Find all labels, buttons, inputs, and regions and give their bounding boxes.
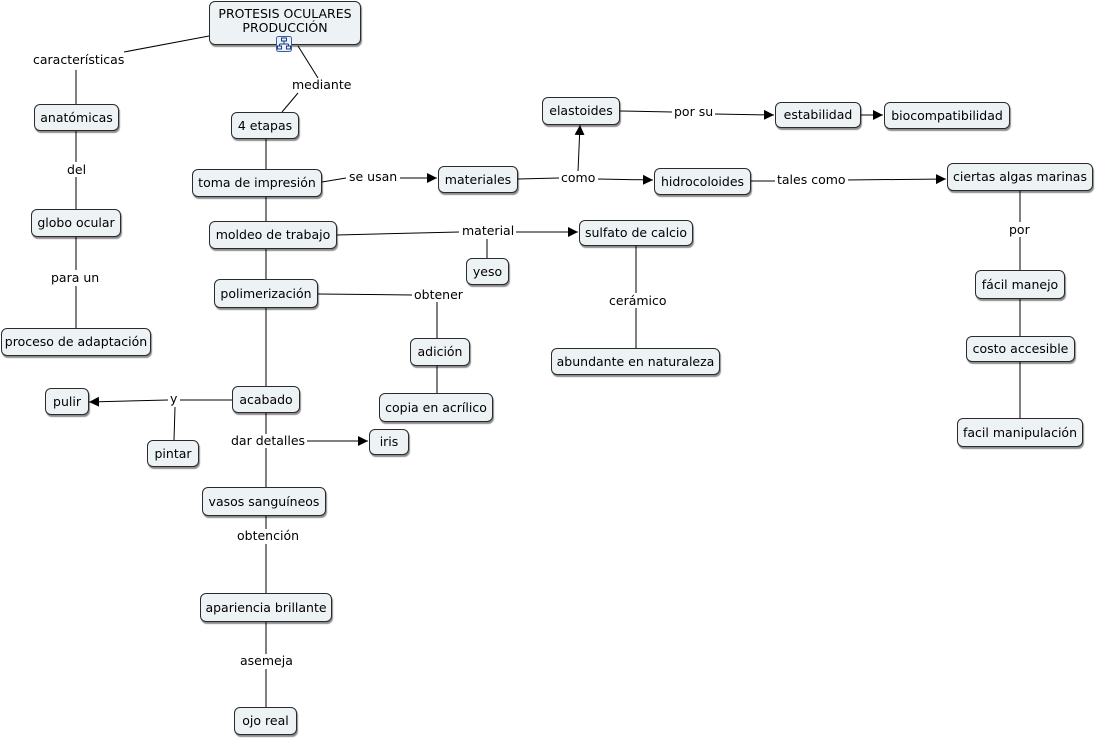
label-obtener: obtener bbox=[412, 287, 465, 302]
line-title-mediante bbox=[297, 45, 319, 79]
arrow-y-pulir bbox=[88, 396, 169, 407]
node-copia-acrilico[interactable]: copia en acrílico bbox=[379, 393, 493, 422]
node-sulfato-calcio[interactable]: sulfato de calcio bbox=[579, 220, 693, 246]
line-polimerizacion-obtener bbox=[317, 293, 413, 296]
label-por-su: por su bbox=[672, 104, 716, 119]
node-ojo-real[interactable]: ojo real bbox=[234, 707, 297, 735]
node-apariencia[interactable]: apariencia brillante bbox=[200, 593, 332, 622]
arrow-porsu-estabilidad bbox=[713, 109, 775, 120]
node-facil-manejo[interactable]: fácil manejo bbox=[975, 270, 1065, 299]
node-globo-ocular[interactable]: globo ocular bbox=[31, 209, 121, 237]
label-se-usan: se usan bbox=[347, 169, 400, 184]
node-pulir[interactable]: pulir bbox=[45, 388, 89, 415]
node-algas[interactable]: ciertas algas marinas bbox=[947, 163, 1093, 191]
arrow-como-hidrocoloides bbox=[597, 174, 654, 185]
label-por: por bbox=[1007, 222, 1032, 237]
line-y-pintar bbox=[173, 406, 176, 441]
node-vasos[interactable]: vasos sanguíneos bbox=[202, 487, 326, 516]
line-elastoides-porsu bbox=[619, 110, 673, 113]
label-como: como bbox=[559, 170, 598, 185]
arrow-como-elastoides bbox=[574, 124, 585, 173]
node-toma-impresion[interactable]: toma de impresión bbox=[192, 169, 322, 197]
label-caracteristicas: características bbox=[31, 52, 127, 67]
label-material: material bbox=[460, 223, 517, 238]
node-biocompatibilidad[interactable]: biocompatibilidad bbox=[884, 102, 1010, 129]
node-polimerizacion[interactable]: polimerización bbox=[214, 279, 318, 308]
label-del: del bbox=[65, 162, 89, 177]
label-obtencion: obtención bbox=[235, 528, 302, 543]
label-tales-como: tales como bbox=[775, 172, 848, 187]
node-costo-accesible[interactable]: costo accesible bbox=[966, 336, 1075, 362]
node-anatomicas[interactable]: anatómicas bbox=[34, 104, 119, 131]
node-estabilidad[interactable]: estabilidad bbox=[775, 102, 861, 128]
line-materiales-como bbox=[517, 177, 560, 180]
line-moldeo-material bbox=[336, 231, 460, 236]
node-moldeo-trabajo[interactable]: moldeo de trabajo bbox=[209, 221, 337, 249]
node-elastoides[interactable]: elastoides bbox=[542, 97, 620, 125]
node-hidrocoloides[interactable]: hidrocoloides bbox=[654, 168, 751, 195]
node-4-etapas[interactable]: 4 etapas bbox=[231, 112, 299, 139]
node-yeso[interactable]: yeso bbox=[466, 258, 509, 285]
concept-map-icon[interactable] bbox=[276, 36, 292, 52]
label-y: y bbox=[168, 391, 180, 406]
node-abundante[interactable]: abundante en naturaleza bbox=[551, 348, 720, 375]
line-title-caracteristicas bbox=[123, 35, 210, 53]
node-proceso[interactable]: proceso de adaptación bbox=[1, 328, 151, 356]
node-pintar[interactable]: pintar bbox=[147, 440, 199, 467]
label-ceramico: cerámico bbox=[607, 293, 669, 308]
label-asemeja: asemeja bbox=[238, 653, 295, 668]
node-materiales[interactable]: materiales bbox=[438, 166, 518, 193]
line-mediante-etapas bbox=[281, 92, 299, 113]
arrow-talescomo-algas bbox=[844, 174, 947, 185]
label-dar-detalles: dar detalles bbox=[229, 433, 308, 448]
label-mediante: mediante bbox=[290, 77, 354, 92]
node-iris[interactable]: iris bbox=[369, 429, 409, 455]
node-facil-manipulacion[interactable]: facil manipulación bbox=[957, 418, 1083, 447]
line-toma-seusan bbox=[321, 177, 347, 183]
node-acabado[interactable]: acabado bbox=[232, 386, 300, 413]
node-adicion[interactable]: adición bbox=[410, 338, 470, 366]
label-para-un: para un bbox=[49, 270, 102, 285]
